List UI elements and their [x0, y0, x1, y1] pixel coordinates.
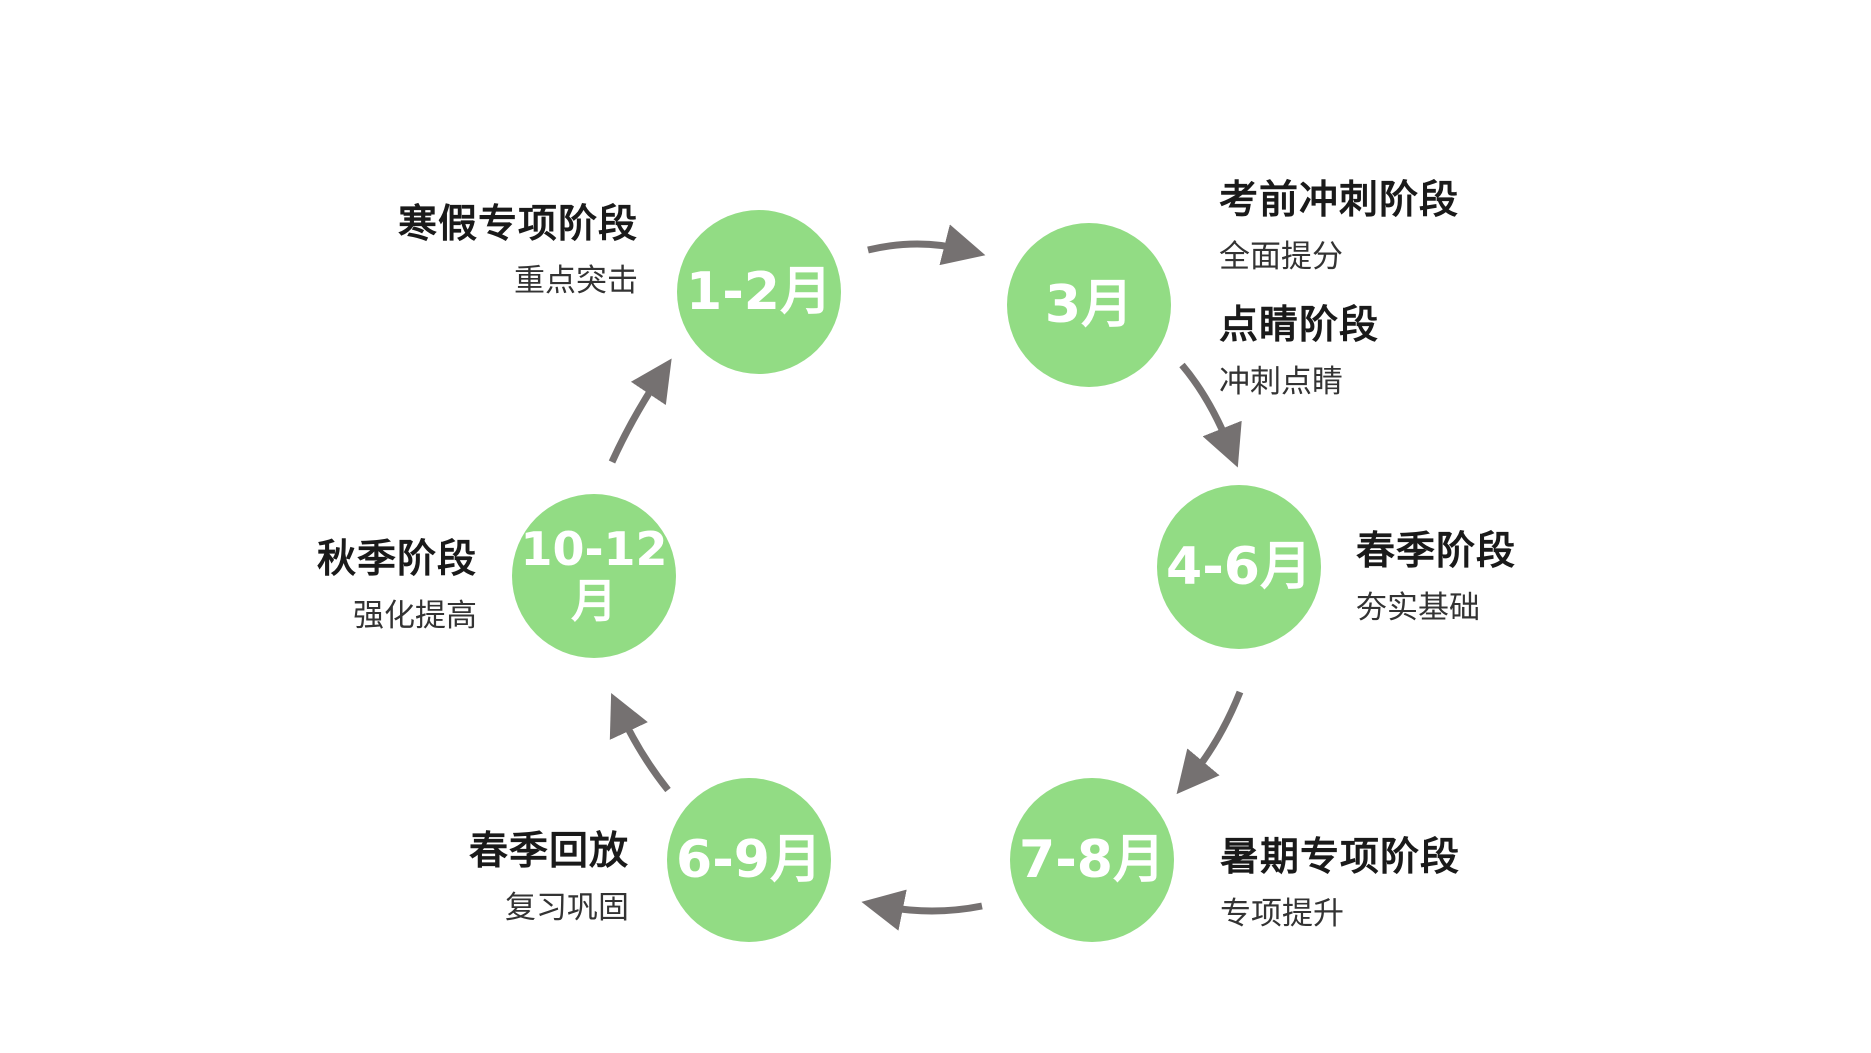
stage-subtitle-2: 冲刺点睛	[1219, 364, 1343, 400]
stage-subtitle: 夯实基础	[1356, 590, 1480, 626]
stage-label-jan-feb: 寒假专项阶段 重点突击	[398, 193, 638, 300]
period-label: 7-8月	[1019, 829, 1165, 890]
period-label: 6-9月	[676, 829, 822, 890]
arrow-6-9-to-10-12	[609, 692, 671, 793]
stage-label-oct-dec: 秋季阶段 强化提高	[317, 528, 477, 635]
stage-subtitle: 复习巩固	[505, 890, 629, 926]
stage-title-2: 点睛阶段	[1219, 303, 1380, 348]
period-label: 10-12月	[520, 522, 668, 628]
stage-title: 寒假专项阶段	[397, 202, 638, 247]
period-label: 1-2月	[686, 261, 832, 322]
stage-subtitle: 全面提分	[1219, 239, 1343, 275]
period-node-oct-dec: 10-12月	[512, 494, 676, 658]
stage-subtitle: 专项提升	[1220, 896, 1344, 932]
stage-title: 春季回放	[468, 829, 629, 874]
period-node-apr-jun: 4-6月	[1157, 485, 1321, 649]
stage-title: 考前冲刺阶段	[1219, 178, 1460, 223]
arrow-7-8-to-6-9	[861, 889, 983, 931]
arrow-10-12-to-1-2	[608, 358, 672, 464]
period-node-jan-feb: 1-2月	[677, 210, 841, 374]
period-node-jun-sep: 6-9月	[667, 778, 831, 942]
arrow-1-2-to-3	[867, 224, 986, 266]
period-node-jul-aug: 7-8月	[1010, 778, 1174, 942]
period-label: 3月	[1044, 274, 1134, 335]
stage-title: 暑期专项阶段	[1220, 835, 1461, 880]
stage-subtitle: 重点突击	[514, 263, 638, 299]
arrow-4-6-to-7-8	[1176, 690, 1244, 795]
stage-subtitle: 强化提高	[353, 598, 477, 634]
stage-label-apr-jun: 春季阶段 夯实基础	[1356, 520, 1516, 627]
period-label: 4-6月	[1166, 536, 1312, 597]
period-node-mar: 3月	[1007, 223, 1171, 387]
stage-title: 春季阶段	[1356, 529, 1517, 574]
stage-label-jun-sep: 春季回放 复习巩固	[469, 820, 629, 927]
stage-title: 秋季阶段	[316, 537, 477, 582]
arrow-3-to-4-6	[1179, 362, 1242, 468]
stage-label-jul-aug: 暑期专项阶段 专项提升	[1220, 826, 1460, 933]
stage-label-mar: 考前冲刺阶段 全面提分 点睛阶段 冲刺点睛	[1219, 169, 1459, 401]
